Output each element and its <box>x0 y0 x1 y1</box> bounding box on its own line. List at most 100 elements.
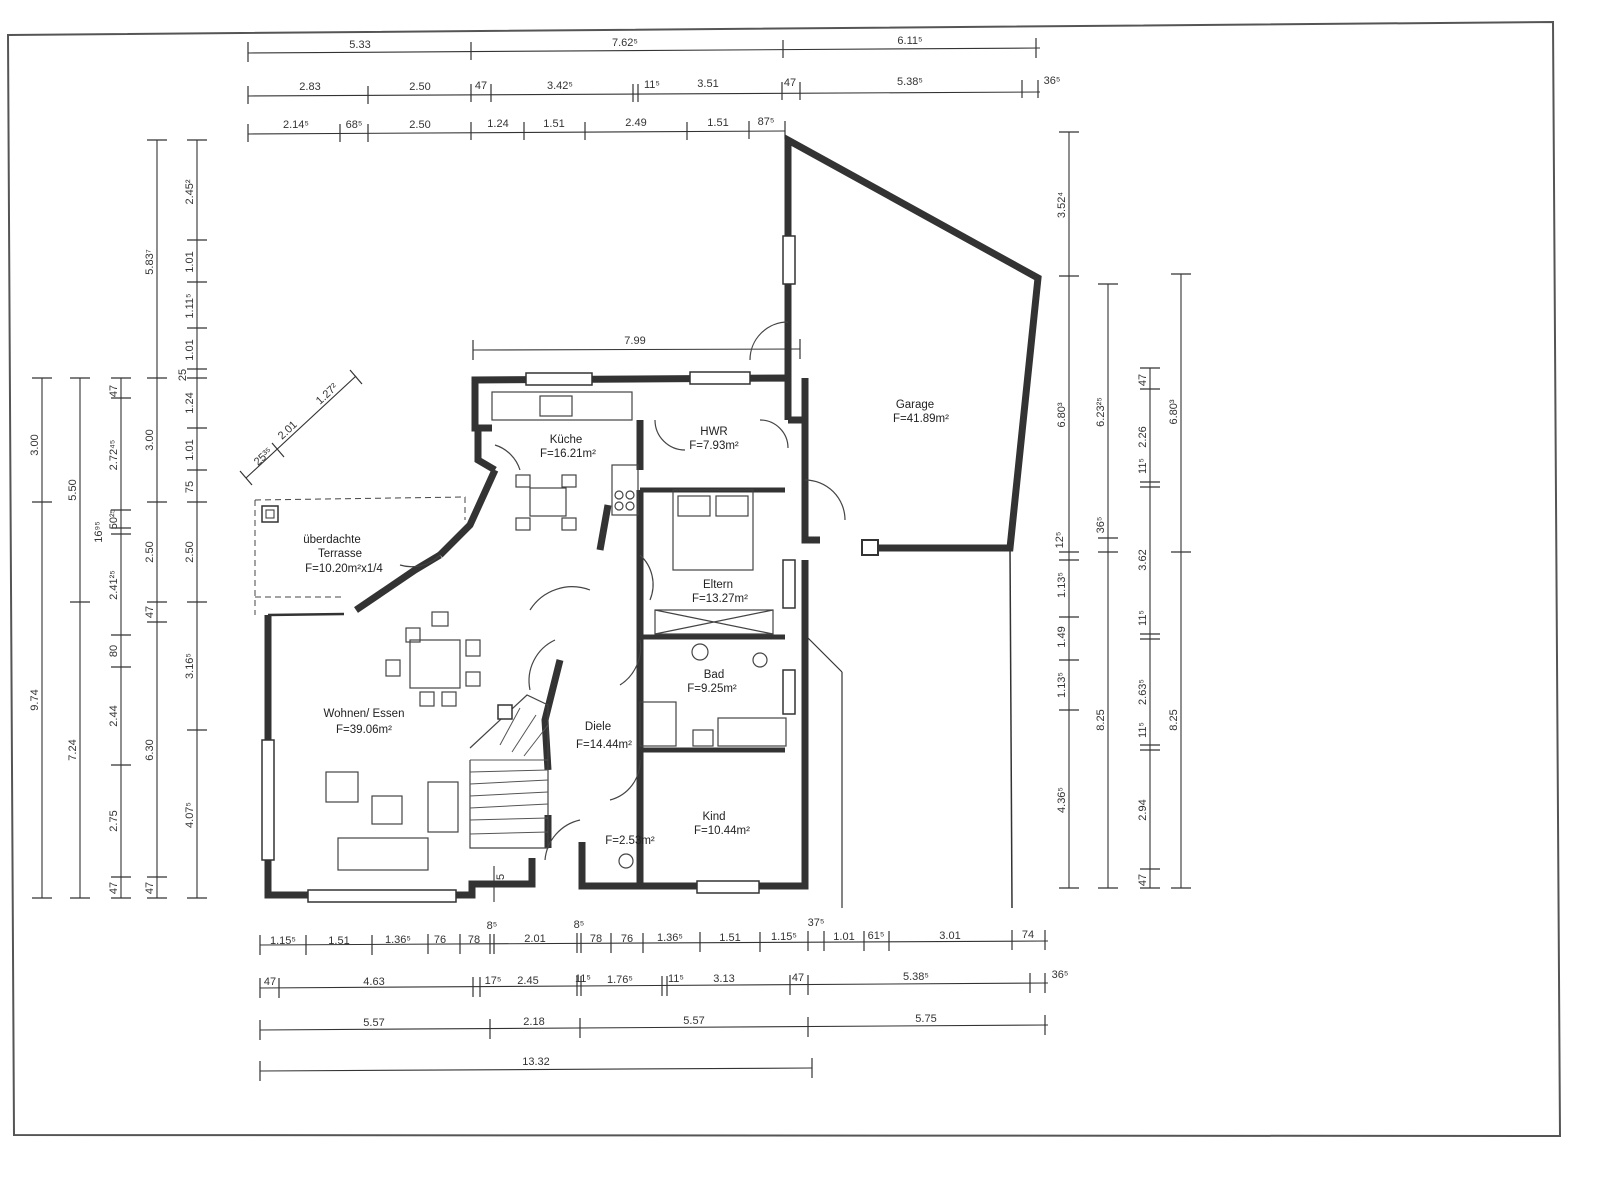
dim-left5-5: 25 <box>177 369 189 381</box>
room-hwr-area: F=7.93m² <box>689 440 739 452</box>
page-border <box>6 20 1562 1138</box>
dim-left5-9: 2.50 <box>184 541 196 562</box>
room-eltern-area: F=13.27m² <box>692 593 748 605</box>
dim-bot1-7: 2.01 <box>524 933 545 945</box>
dim-bot1-10: 76 <box>621 933 633 945</box>
room-diele-area: F=14.44m² <box>576 739 632 751</box>
dim-top3-5: 1.51 <box>543 118 564 130</box>
dim-chain-left: 3.00 9.74 5.50 7.24 47 2.72⁴⁵ 50²⁵ 16⁹⁵ … <box>29 139 207 899</box>
dim-left3-2: 2.72⁴⁵ <box>108 440 120 471</box>
windows <box>261 235 796 903</box>
dim-left3-6: 80 <box>108 645 120 657</box>
room-bad-area: F=9.25m² <box>687 683 737 695</box>
dim-left2-2: 7.24 <box>67 739 79 760</box>
dim-diag-2: 2.01 <box>276 419 300 442</box>
dim-left4-1: 5.83⁷ <box>144 249 156 274</box>
room-terrasse-line2: Terrasse <box>318 548 362 560</box>
dim-diagonal: 25³⁵ 2.01 1.27² <box>239 369 363 486</box>
dim-inner-label: 7.99 <box>624 335 645 347</box>
room-garage-name: Garage <box>896 399 934 411</box>
dim-left3-9: 47 <box>108 882 120 894</box>
dim-bot2-4: 2.45 <box>517 975 538 987</box>
dim-bot1-4: 76 <box>434 934 446 946</box>
dim-left5-7: 1.01 <box>184 439 196 460</box>
stair <box>469 704 549 835</box>
dim-left4-2: 3.00 <box>144 429 156 450</box>
dim-right2-3: 8.25 <box>1095 709 1107 730</box>
dim-bot2-1: 47 <box>264 976 276 988</box>
dim-left3-3: 50²⁵ <box>108 509 120 529</box>
dim-bot2-9: 47 <box>792 972 804 984</box>
dim-top2-9: 36⁵ <box>1044 75 1061 87</box>
dim-top3-6: 2.49 <box>625 117 646 129</box>
dim-left1-1: 3.00 <box>29 434 41 455</box>
dim-left5-11: 4.07⁵ <box>184 802 196 828</box>
dim-left4-6: 47 <box>144 882 156 894</box>
dim-bot1-16: 61⁵ <box>868 930 885 942</box>
dim-top3-8: 87⁵ <box>758 116 775 128</box>
dim-right1-4: 1.13⁵ <box>1056 572 1068 598</box>
dim-right3-7: 11⁵ <box>1137 722 1149 738</box>
dim-bot3-4: 5.75 <box>915 1013 936 1025</box>
furniture <box>325 391 787 871</box>
room-bad-name: Bad <box>704 669 724 681</box>
room-kueche-area: F=16.21m² <box>540 448 596 460</box>
room-wohnen-name: Wohnen/ Essen <box>324 708 405 720</box>
dim-bot2-5: 11⁵ <box>575 973 591 985</box>
room-kind-area: F=10.44m² <box>694 825 750 837</box>
dim-left5-2: 1.01 <box>184 251 196 272</box>
dim-bot1-5: 78 <box>468 934 480 946</box>
dim-top2-6: 3.51 <box>697 78 718 90</box>
dim-bot1-14: 37⁵ <box>808 917 825 929</box>
dim-bot1-3: 1.36⁵ <box>385 934 411 946</box>
dim-bot1-13: 1.15⁵ <box>771 931 797 943</box>
dim-right1-3: 12⁵ <box>1054 532 1066 549</box>
dim-left5-6: 1.24 <box>184 392 196 413</box>
room-hwr-name: HWR <box>700 426 727 438</box>
dim-right1-1: 3.52⁴ <box>1056 192 1068 218</box>
dim-diag-1: 25³⁵ <box>252 445 275 468</box>
dim-left5-4: 1.01 <box>184 339 196 360</box>
dim-left4-3: 2.50 <box>144 541 156 562</box>
room-terrasse-area: F=10.20m²x1/4 <box>305 563 383 575</box>
room-wc-area: F=2.53m² <box>605 835 655 847</box>
dim-bot2-3: 17⁵ <box>485 975 502 987</box>
dim-bot2-7: 11⁵ <box>668 973 684 985</box>
dim-left1-2: 9.74 <box>29 689 41 710</box>
dim-chain-bottom: 1.15⁵ 1.51 1.36⁵ 76 78 8⁵ 2.01 8⁵ 78 76 … <box>259 917 1068 1081</box>
dim-right3-4: 3.62 <box>1137 549 1149 570</box>
room-diele-name: Diele <box>585 721 611 733</box>
dim-left3-8: 2.75 <box>108 810 120 831</box>
dim-bot2-6: 1.76⁵ <box>607 974 633 986</box>
dim-left4-4: 47 <box>144 606 156 618</box>
room-kueche-name: Küche <box>550 434 583 446</box>
walls <box>264 134 1042 909</box>
room-kind-name: Kind <box>702 811 725 823</box>
dim-right1-7: 4.36⁵ <box>1056 787 1068 813</box>
dim-top2-4: 3.42⁵ <box>547 80 573 92</box>
door-swings <box>399 321 846 861</box>
dim-bot1-6: 8⁵ <box>487 920 498 932</box>
room-labels: Küche F=16.21m² HWR F=7.93m² Garage F=41… <box>303 399 949 847</box>
dim-left2-1: 5.50 <box>67 479 79 500</box>
dim-right3-9: 47 <box>1137 874 1149 886</box>
dim-right3-8: 2.94 <box>1137 799 1149 820</box>
room-eltern-name: Eltern <box>703 579 733 591</box>
dim-top3-7: 1.51 <box>707 117 728 129</box>
dim-top3-4: 1.24 <box>487 118 508 130</box>
dim-right1-6: 1.13⁵ <box>1056 672 1068 698</box>
dim-top1-3: 6.11⁵ <box>897 35 922 47</box>
dim-chain-right: 3.52⁴ 6.80³ 12⁵ 1.13⁵ 1.49 1.13⁵ 4.36⁵ 6… <box>1054 131 1191 889</box>
dim-bot1-17: 3.01 <box>939 930 960 942</box>
dim-right2-2: 36⁵ <box>1095 517 1107 534</box>
dim-top2-7: 47 <box>784 77 796 89</box>
room-terrasse-line1: überdachte <box>303 534 361 546</box>
dim-inner: 7.99 <box>472 335 801 360</box>
leader-line <box>807 637 843 673</box>
dim-right3-5: 11⁵ <box>1137 610 1149 626</box>
dim-right3-1: 47 <box>1137 374 1149 386</box>
dim-entry-label: 75 <box>495 874 507 886</box>
dim-top2-2: 2.50 <box>409 81 430 93</box>
dim-right3-3: 11⁵ <box>1137 458 1149 474</box>
dim-top1-1: 5.33 <box>349 39 370 51</box>
